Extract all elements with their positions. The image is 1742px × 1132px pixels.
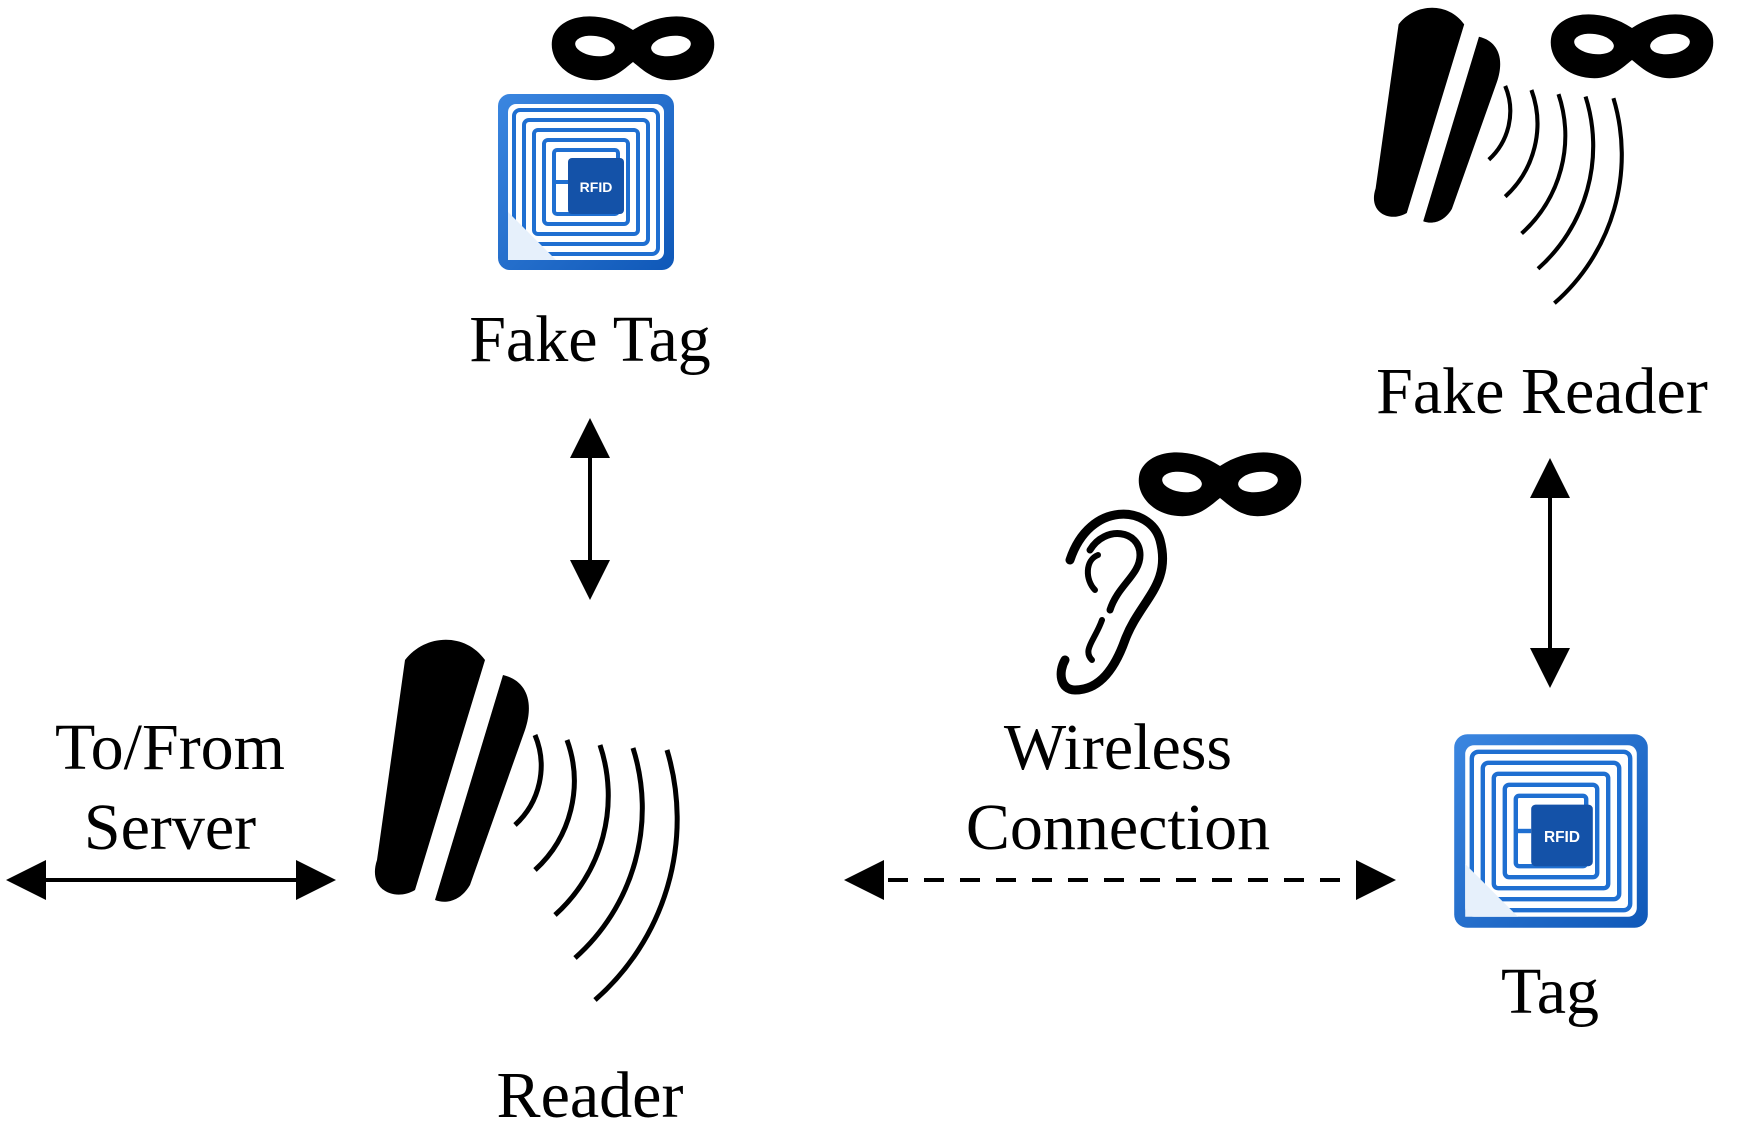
server-label-line2: Server	[83, 791, 257, 864]
mask-icon	[551, 16, 715, 81]
rfid-reader-icon	[375, 640, 677, 1000]
rfid-chip-label: RFID	[1544, 829, 1580, 846]
rfid-tag-icon: RFID	[1454, 734, 1648, 928]
wireless-label-line2: Connection	[965, 791, 1271, 864]
wireless-label-line1: Wireless	[1003, 711, 1233, 784]
rfid-tag-icon: RFID	[496, 92, 676, 272]
reader-label: Reader	[496, 1059, 684, 1132]
reader-node	[375, 640, 677, 1000]
eavesdropper-node	[1056, 452, 1302, 695]
tag-node: RFID	[1454, 734, 1648, 928]
mask-icon	[1550, 14, 1714, 79]
fake-tag-label: Fake Tag	[469, 303, 711, 376]
ear-icon	[1056, 509, 1168, 695]
tag-label: Tag	[1500, 955, 1599, 1028]
fake-reader-label: Fake Reader	[1376, 355, 1708, 428]
rfid-chip-label: RFID	[580, 179, 613, 195]
fake-tag-node: RFID	[496, 16, 715, 272]
server-label-line1: To/From	[54, 711, 286, 784]
mask-icon	[1138, 452, 1302, 517]
fake-reader-node	[1374, 8, 1714, 303]
